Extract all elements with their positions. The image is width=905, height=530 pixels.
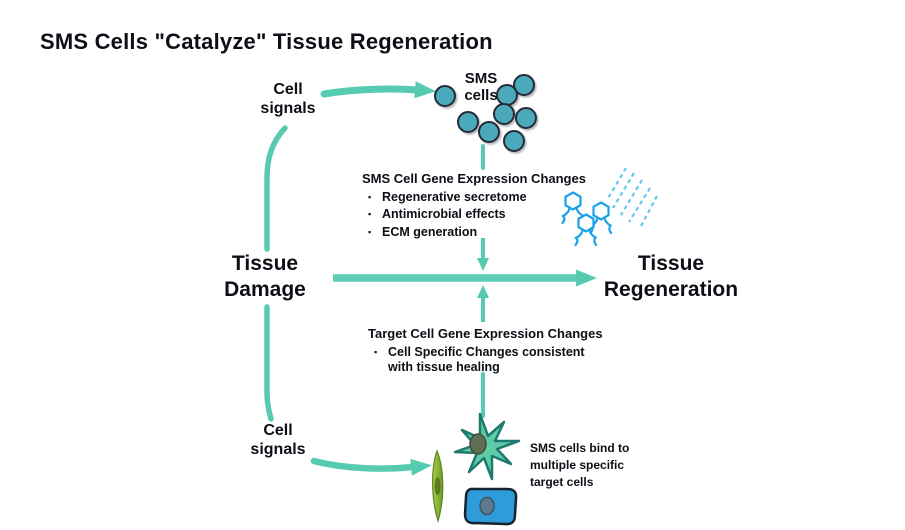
sms-cell-icon [434, 85, 456, 107]
cell-signals-to-sms-arrow [320, 81, 436, 99]
secretome-icons [561, 167, 658, 247]
star-target-cell-icon [453, 412, 521, 481]
list-item: ▪ Antimicrobial effects [362, 206, 632, 223]
target-gene-expression-header: Target Cell Gene Expression Changes [368, 326, 603, 341]
sms-cell-icon [493, 103, 515, 125]
sms-cell-cluster [434, 74, 537, 152]
cell-signals-to-target-cells-arrow [310, 457, 432, 476]
sms-cell-icon [503, 130, 525, 152]
list-item: ▪ Cell Specific Changes consistent with … [368, 344, 613, 377]
target-cells [432, 412, 521, 526]
target-gene-expression-section: Target Cell Gene Expression Changes ▪ Ce… [368, 326, 613, 377]
tissue-damage-label: Tissue Damage [224, 252, 306, 301]
spindle-cell-nucleus [434, 477, 441, 495]
cell-signals-bottom-label: Cell signals [250, 422, 306, 459]
diagram-title: SMS Cells "Catalyze" Tissue Regeneration [40, 29, 493, 54]
tissue-regeneration-label: Tissue Regeneration [603, 252, 739, 301]
tissue-damage-to-cell-signals-bottom-connector [264, 304, 274, 422]
sms-binding-note: SMS cells bind to multiple specific targ… [530, 441, 630, 489]
bullet-label: ECM generation [382, 224, 478, 239]
star-cell-nucleus [469, 433, 487, 455]
secretome-particles-icon [606, 167, 658, 227]
list-item: ▪ ECM generation [362, 224, 632, 241]
bullet-label: Antimicrobial effects [382, 207, 506, 222]
bullet-icon: ▪ [374, 347, 378, 357]
bullet-icon: ▪ [368, 192, 372, 202]
list-item: ▪ Regenerative secretome [362, 189, 632, 206]
bullet-label: Cell Specific Changes consistent with ti… [388, 345, 585, 375]
sms-cell-icon [457, 111, 479, 133]
cell-signals-top-label: Cell signals [260, 81, 316, 118]
bullet-icon: ▪ [368, 209, 372, 220]
bullet-label: Regenerative secretome [382, 190, 527, 204]
sms-cells-label: SMS cells [464, 70, 498, 105]
sms-cell-icon [513, 74, 535, 96]
sms-gene-expression-header: SMS Cell Gene Expression Changes [362, 171, 586, 186]
bullet-icon: ▪ [368, 226, 372, 237]
tissue-damage-to-cell-signals-top-connector [264, 125, 288, 252]
cuboid-cell-nucleus [479, 496, 495, 516]
sms-cell-icon [478, 121, 500, 143]
sms-gene-expression-section: SMS Cell Gene Expression Changes ▪ Regen… [362, 171, 632, 241]
sms-cell-icon [515, 107, 537, 129]
